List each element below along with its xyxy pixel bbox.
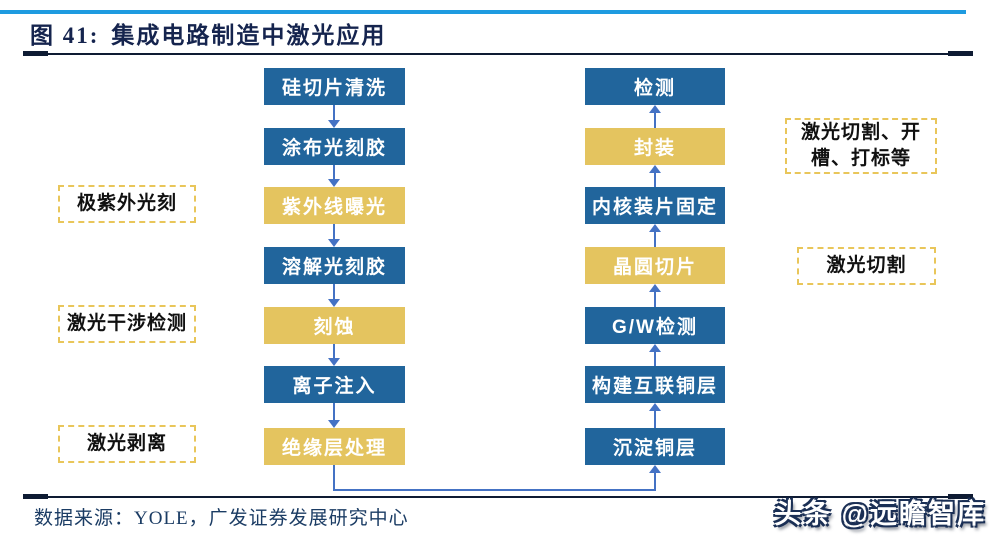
- annotation-laser-cut-groove-mark: 激光切割、开 槽、打标等: [785, 118, 937, 174]
- title-rule: [23, 53, 973, 55]
- flow-step-left-4: 溶解光刻胶: [264, 247, 405, 284]
- annotation-euv-lithography: 极紫外光刻: [58, 185, 196, 223]
- flow-step-left-5: 刻蚀: [264, 307, 405, 344]
- footer-rule-right-tick: [948, 494, 973, 499]
- flow-arrow-up-icon: [649, 224, 661, 247]
- flow-connector-bottom-run: [333, 489, 656, 491]
- flow-step-right-3: 内核装片固定: [585, 187, 725, 224]
- flow-step-left-3: 紫外线曝光: [264, 187, 405, 224]
- annotation-laser-interferometry: 激光干涉检测: [58, 305, 196, 343]
- title-rule-right-tick: [948, 51, 973, 56]
- flow-connector-left-drop: [333, 465, 335, 491]
- flow-connector-up-arrow-icon: [649, 465, 661, 491]
- flow-arrow-down-icon: [328, 105, 340, 128]
- flow-arrow-down-icon: [328, 165, 340, 187]
- flow-step-left-1: 硅切片清洗: [264, 68, 405, 105]
- top-accent-line: [0, 10, 966, 14]
- watermark-text: 头条 @远瞻智库: [774, 499, 986, 529]
- flow-arrow-up-icon: [649, 105, 661, 128]
- flow-step-left-7: 绝缘层处理: [264, 428, 405, 465]
- data-source-text: 数据来源：YOLE，广发证券发展研究中心: [34, 508, 409, 529]
- flow-step-right-5: G/W检测: [585, 307, 725, 344]
- flow-step-left-6: 离子注入: [264, 366, 405, 403]
- flow-arrow-up-icon: [649, 344, 661, 366]
- figure-number: 图 41:: [30, 23, 100, 48]
- flow-step-right-6: 构建互联铜层: [585, 366, 725, 403]
- flow-step-left-2: 涂布光刻胶: [264, 128, 405, 165]
- flow-step-right-1: 检测: [585, 68, 725, 105]
- footer-rule-left-tick: [23, 494, 48, 499]
- flow-step-right-7: 沉淀铜层: [585, 428, 725, 465]
- footer-rule: [23, 496, 973, 498]
- flow-arrow-up-icon: [649, 284, 661, 307]
- flow-arrow-down-icon: [328, 284, 340, 307]
- flow-arrow-down-icon: [328, 344, 340, 366]
- figure-title-text: 集成电路制造中激光应用: [111, 23, 387, 48]
- flow-step-right-4: 晶圆切片: [585, 247, 725, 284]
- figure-title: 图 41: 集成电路制造中激光应用: [30, 16, 386, 50]
- annotation-laser-liftoff: 激光剥离: [58, 425, 196, 463]
- flow-arrow-up-icon: [649, 165, 661, 187]
- flow-arrow-down-icon: [328, 403, 340, 428]
- flow-arrow-up-icon: [649, 403, 661, 428]
- flow-arrow-down-icon: [328, 224, 340, 247]
- annotation-laser-cutting: 激光切割: [797, 247, 936, 285]
- flow-step-right-2: 封装: [585, 128, 725, 165]
- title-rule-left-tick: [23, 51, 48, 56]
